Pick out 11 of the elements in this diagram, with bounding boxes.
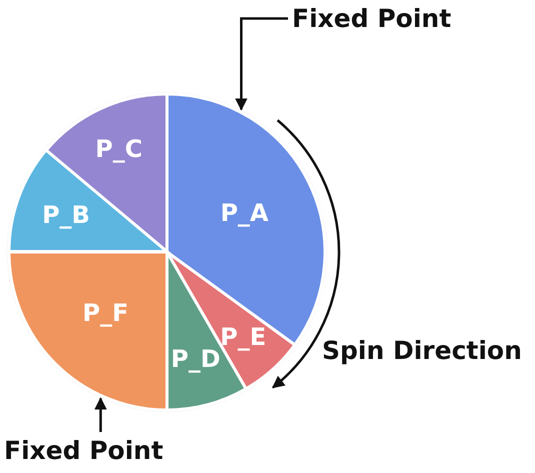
slice-label: P_E bbox=[220, 322, 266, 351]
slice-label: P_D bbox=[170, 344, 220, 373]
annotation-text: Fixed Point bbox=[4, 436, 164, 465]
arrow bbox=[94, 397, 107, 432]
slice-label: P_A bbox=[220, 198, 268, 227]
arrow bbox=[235, 17, 288, 111]
annotation-text: Spin Direction bbox=[322, 336, 522, 365]
slice-label: P_F bbox=[82, 299, 129, 328]
annotation-text: Fixed Point bbox=[292, 4, 452, 33]
slice-label: P_B bbox=[42, 201, 90, 230]
slice-label: P_C bbox=[95, 134, 142, 163]
